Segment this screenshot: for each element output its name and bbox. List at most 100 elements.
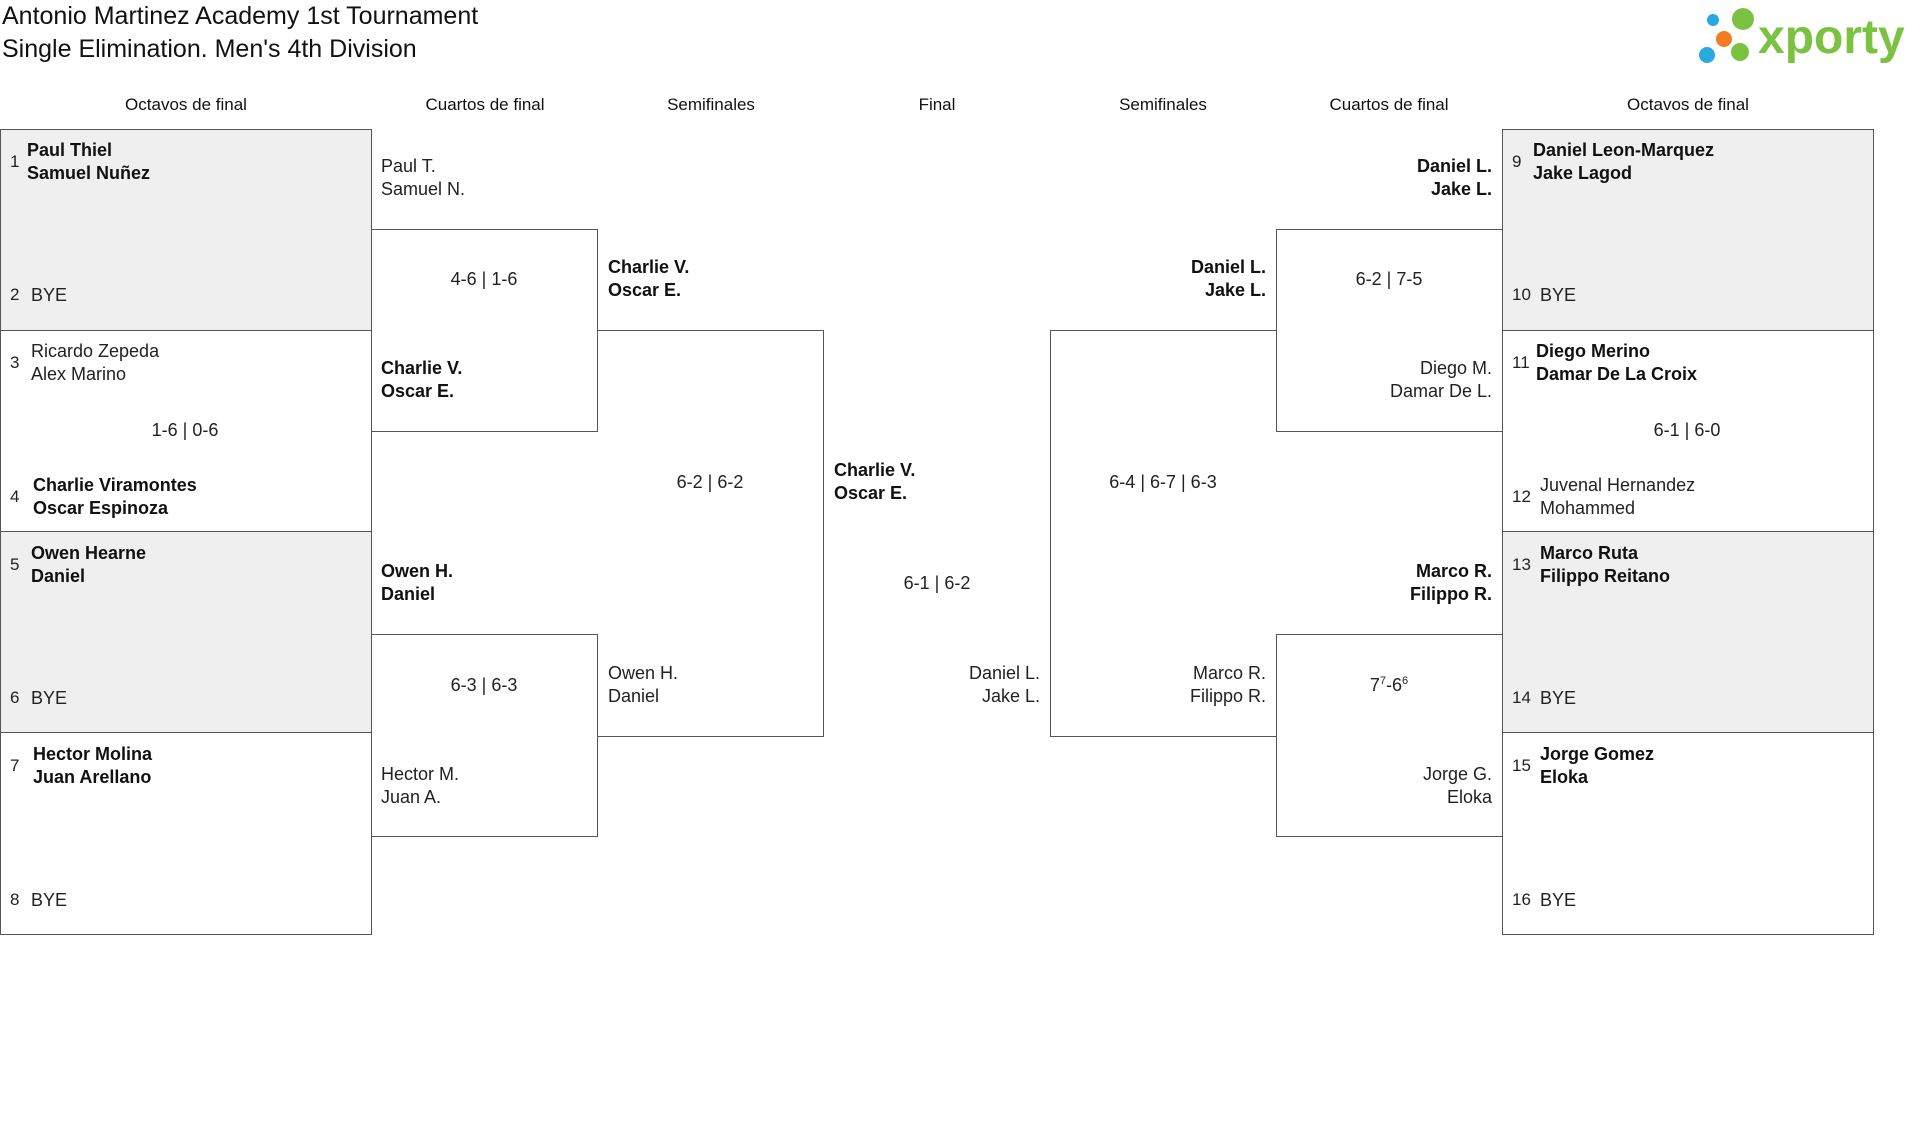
round-header-right-qf: Cuartos de final [1329,95,1449,114]
final-score: 6-1 | 6-2 [903,573,971,593]
match-box-qf-2 [371,634,598,837]
player-name: Daniel L. [1416,156,1492,176]
tiebreak-score: 6 [1402,675,1409,687]
player-name: Oscar E. [381,381,455,401]
player-name: Daniel [381,584,436,604]
bye-label: BYE [31,285,68,305]
player-name: Daniel L. [1190,257,1266,277]
bye-label: BYE [31,688,68,708]
tiebreak-score: 7 [1379,675,1386,687]
match-box-r16-3 [0,531,372,733]
player-name: Samuel Nuñez [27,163,151,183]
set-score: -6 [1386,675,1403,695]
player-name: Jorge G. [1422,764,1492,784]
seed-number: 5 [10,555,20,574]
match-box-sf-right [1050,330,1277,737]
match-score: 6-2 | 7-5 [1355,269,1423,289]
player-name: Eloka [1540,767,1589,787]
seed-number: 9 [1512,152,1522,171]
seed-number: 6 [10,688,20,707]
player-name: Marco R. [1192,663,1266,683]
xporty-logo: xporty [1695,4,1920,68]
seed-number: 8 [10,890,20,909]
player-name: Hector Molina [33,744,153,764]
seed-number: 16 [1512,890,1531,909]
round-header-left-r16: Octavos de final [125,95,247,114]
player-name: Mohammed [1540,498,1636,518]
player-name: Juan A. [381,787,442,807]
seed-number: 11 [1512,353,1530,372]
match-score: 77-66 [1369,675,1409,695]
player-name: Juvenal Hernandez [1540,475,1696,495]
player-name: Jake L. [1204,280,1266,300]
match-box-r16-5 [1502,129,1874,331]
finalist-name: Oscar E. [834,483,908,503]
player-name: Damar De L. [1389,381,1492,401]
finalist-name: Charlie V. [834,460,916,480]
match-score: 6-4 | 6-7 | 6-3 [1109,472,1217,492]
player-name: Owen H. [381,561,454,581]
seed-number: 3 [10,353,20,372]
seed-number: 15 [1512,756,1531,775]
match-box-qf-4 [1276,634,1503,837]
seed-number: 4 [10,487,20,506]
player-name: Ricardo Zepeda [31,341,160,361]
player-name: Daniel Leon-Marquez [1533,140,1715,160]
player-name: Daniel [31,566,86,586]
bye-label: BYE [1540,890,1577,910]
match-box-r16-4 [0,732,372,935]
player-name: Charlie V. [381,358,463,378]
player-name: Marco Ruta [1540,543,1639,563]
round-header-final: Final [918,95,956,114]
player-name: Owen Hearne [31,543,147,563]
match-box-r16-8 [1502,732,1874,935]
player-name: Damar De La Croix [1536,364,1698,384]
seed-number: 10 [1512,285,1531,304]
player-name: Owen H. [608,663,679,683]
match-score: 6-2 | 6-2 [676,472,744,492]
player-name: Juan Arellano [33,767,152,787]
player-name: Hector M. [381,764,460,784]
player-name: Eloka [1446,787,1492,807]
tournament-title: Antonio Martinez Academy 1st Tournament [2,2,479,30]
player-name: Filippo R. [1189,686,1266,706]
player-name: Charlie Viramontes [33,475,197,495]
player-name: Jake L. [1430,179,1492,199]
player-name: Alex Marino [31,364,127,384]
player-name: Oscar E. [608,280,682,300]
match-box-qf-3 [1276,229,1503,432]
player-name: Daniel [608,686,660,706]
player-name: Diego Merino [1536,341,1651,361]
logo-text: xporty [1758,11,1905,64]
bye-label: BYE [31,890,68,910]
player-name: Marco R. [1415,561,1492,581]
player-name: Filippo Reitano [1540,566,1670,586]
seed-number: 12 [1512,487,1531,506]
round-header-left-sf: Semifinales [667,95,755,114]
match-box-r16-1 [0,129,372,331]
match-box-sf-left [597,330,824,737]
tournament-subtitle: Single Elimination. Men's 4th Division [2,35,417,63]
player-name: Filippo R. [1410,584,1492,604]
seed-number: 2 [10,285,20,304]
player-name: Samuel N. [381,179,466,199]
seed-number: 1 [10,152,20,171]
player-name: Jorge Gomez [1540,744,1655,764]
bye-label: BYE [1540,285,1577,305]
dots-logo-icon: xporty [1699,8,1905,64]
match-score: 4-6 | 1-6 [450,269,518,289]
finalist-name: Daniel L. [968,663,1040,683]
player-name: Paul Thiel [27,140,113,160]
player-name: Jake Lagod [1533,163,1633,183]
player-name: Charlie V. [608,257,690,277]
finalist-name: Jake L. [981,686,1040,706]
round-header-left-qf: Cuartos de final [425,95,545,114]
seed-number: 14 [1512,688,1531,707]
match-score: 1-6 | 0-6 [151,420,219,440]
match-score: 6-1 | 6-0 [1653,420,1721,440]
match-score: 6-3 | 6-3 [450,675,518,695]
seed-number: 13 [1512,555,1531,574]
round-header-right-sf: Semifinales [1119,95,1207,114]
seed-number: 7 [10,756,20,775]
bye-label: BYE [1540,688,1577,708]
